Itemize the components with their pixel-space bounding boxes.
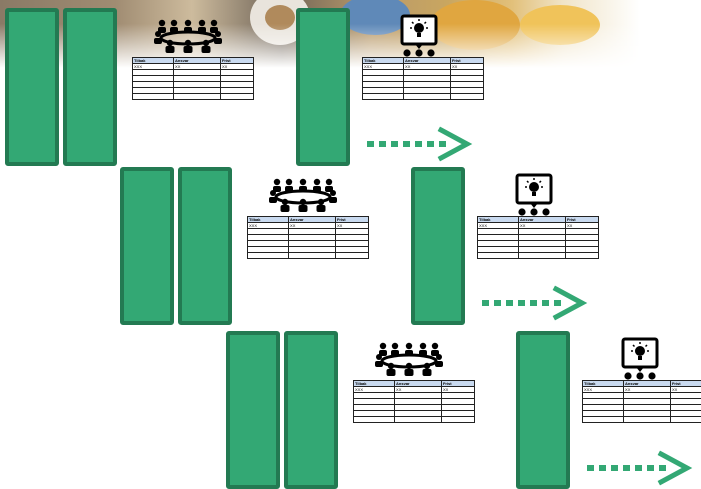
green-bar bbox=[5, 8, 59, 166]
table-cell bbox=[564, 252, 600, 259]
table-row bbox=[131, 93, 255, 100]
green-bar bbox=[296, 8, 350, 166]
dotted-arrow-icon bbox=[482, 285, 588, 321]
table-row bbox=[581, 416, 701, 423]
table-cell bbox=[288, 252, 336, 259]
table-cell bbox=[334, 252, 370, 259]
table-cell bbox=[131, 93, 175, 100]
table-row bbox=[352, 416, 476, 423]
group-meeting-icon bbox=[154, 19, 222, 53]
table-row bbox=[246, 252, 370, 259]
table-row bbox=[246, 240, 370, 247]
green-bar bbox=[516, 331, 570, 489]
group-meeting-icon bbox=[375, 342, 443, 376]
green-bar bbox=[284, 331, 338, 489]
green-bar bbox=[63, 8, 117, 166]
table-cell bbox=[623, 416, 671, 423]
table-cell bbox=[219, 93, 255, 100]
table-cell bbox=[361, 93, 405, 100]
table-cell bbox=[394, 416, 442, 423]
green-bar bbox=[226, 331, 280, 489]
green-bar bbox=[411, 167, 465, 325]
table-cell bbox=[518, 252, 566, 259]
table-cell bbox=[173, 93, 221, 100]
idea-presentation-icon bbox=[400, 14, 438, 65]
group-meeting-icon bbox=[269, 178, 337, 212]
table-cell bbox=[440, 416, 476, 423]
table-cell bbox=[669, 416, 701, 423]
table-cell bbox=[403, 93, 451, 100]
green-bar bbox=[178, 167, 232, 325]
table-cell bbox=[246, 252, 290, 259]
green-bar bbox=[120, 167, 174, 325]
table-cell bbox=[352, 416, 396, 423]
table-row bbox=[361, 93, 485, 100]
dotted-arrow-icon bbox=[587, 450, 693, 486]
table-cell bbox=[581, 416, 625, 423]
dotted-arrow-icon bbox=[367, 126, 473, 162]
table-cell bbox=[476, 252, 520, 259]
table-cell bbox=[449, 93, 485, 100]
table-row bbox=[476, 252, 600, 259]
